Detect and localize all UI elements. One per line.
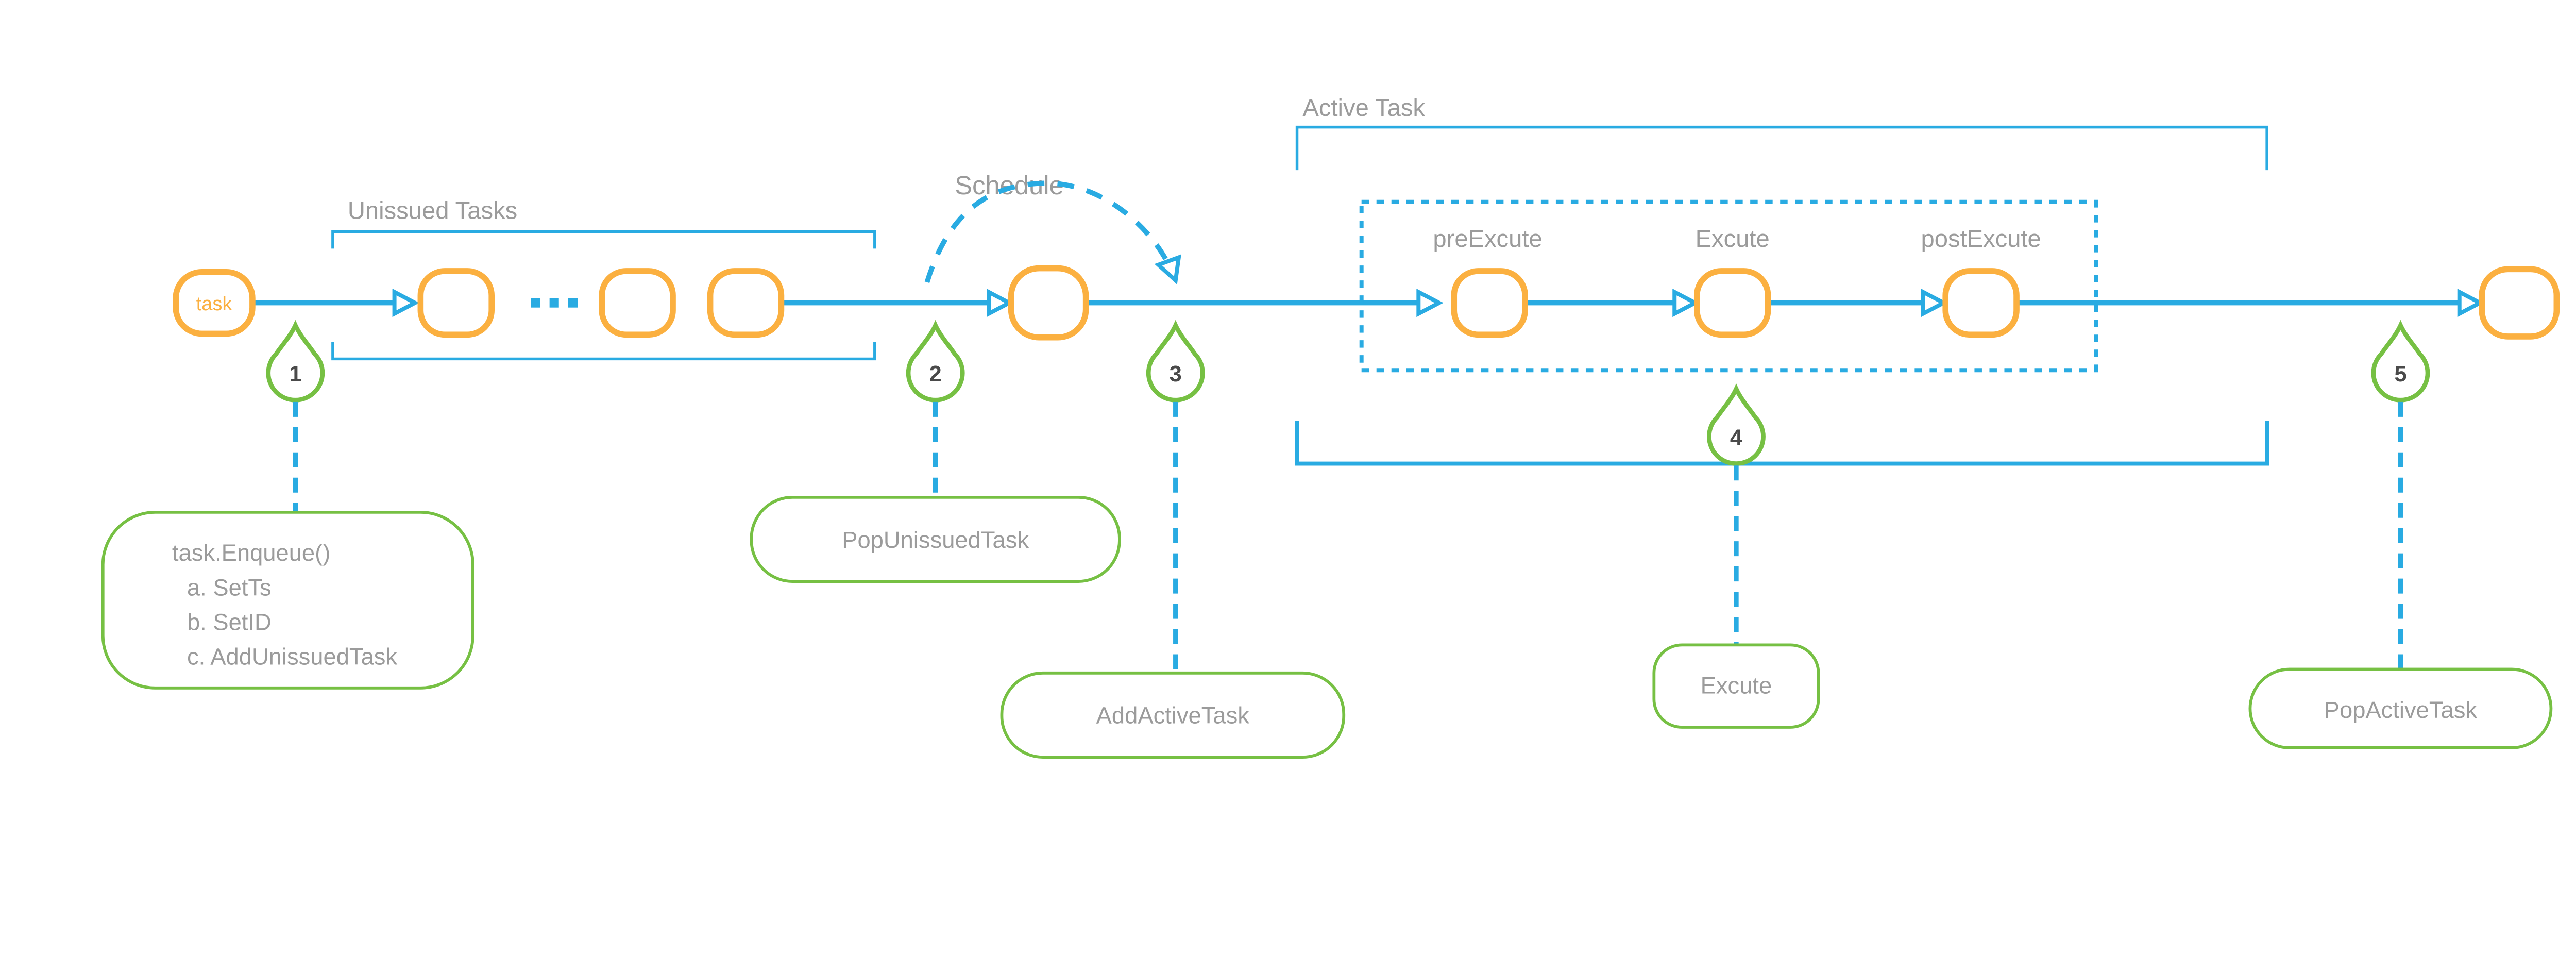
teardrop-icon: [1146, 320, 1205, 403]
active-task-dotted-box: [1359, 199, 2098, 373]
step-marker-5: 5: [2371, 320, 2430, 669]
stage-labels: preExcute Excute postExcute: [1433, 225, 2041, 252]
callout-line: PopActiveTask: [2324, 697, 2478, 723]
flow-nodes: task: [173, 265, 2560, 341]
arrowhead-icon: [2457, 288, 2485, 317]
callout-line: AddActiveTask: [1096, 702, 1250, 729]
preexcute-node: [1451, 268, 1528, 338]
active-task-group: Active Task: [1295, 94, 2269, 466]
callout-line: b. SetID: [187, 609, 272, 635]
arrowhead-icon: [392, 288, 420, 317]
callout-enqueue: task.Enqueue() a. SetTs b. SetID c. AddU…: [101, 510, 474, 690]
callout-box: [101, 510, 474, 690]
callout-excute: Excute: [1652, 643, 1820, 729]
callout-line: a. SetTs: [187, 574, 272, 600]
callout-box: [2248, 667, 2553, 749]
queue-node-1: [417, 268, 495, 338]
preexcute-label: preExcute: [1433, 225, 1542, 252]
queue-node-2: [599, 268, 676, 338]
teardrop-icon: [266, 320, 325, 403]
active-task-bottom-bracket: [1295, 421, 2269, 466]
task-node: [173, 269, 256, 337]
step-number: 2: [929, 362, 942, 387]
callout-box: [1000, 671, 1346, 759]
excute-label: Excute: [1696, 225, 1770, 252]
schedule-label: Schedule: [955, 171, 1064, 200]
step-marker-3: 3: [1146, 320, 1205, 673]
flow-arrows: [252, 288, 2485, 317]
teardrop-icon: [2371, 320, 2430, 403]
arrowhead-icon: [1921, 288, 1948, 317]
arrowhead-icon: [987, 288, 1014, 317]
arrowhead-icon: [1154, 254, 1181, 285]
unissued-tasks-label: Unissued Tasks: [348, 196, 517, 224]
schedule-node: [1008, 265, 1089, 341]
step-marker-2: 2: [906, 320, 965, 497]
step-number: 1: [289, 362, 301, 387]
unissued-top-bracket: [331, 230, 876, 249]
active-task-label: Active Task: [1302, 94, 1425, 121]
queue-ellipsis-dots: [531, 298, 578, 308]
end-node: [2479, 266, 2560, 340]
callout-line: c. AddUnissuedTask: [187, 643, 398, 669]
excute-node: [1693, 268, 1771, 338]
callout-line: PopUnissuedTask: [842, 527, 1029, 553]
teardrop-icon: [1707, 383, 1766, 466]
callout-line: Excute: [1701, 673, 1772, 699]
queue-node-3: [707, 268, 785, 338]
callout-pop-active-task: PopActiveTask: [2248, 667, 2553, 749]
callout-line: task.Enqueue(): [172, 540, 330, 566]
callout-box: [1652, 643, 1820, 729]
step-number: 3: [1170, 362, 1182, 387]
step-number: 5: [2394, 362, 2406, 387]
active-task-top-bracket: [1295, 125, 2268, 171]
postexcute-node: [1942, 268, 2020, 338]
step-marker-4: 4: [1707, 383, 1766, 645]
teardrop-icon: [906, 320, 965, 403]
unissued-bottom-bracket: [331, 342, 876, 361]
arrowhead-icon: [1672, 288, 1700, 317]
schedule-group: Schedule: [924, 171, 1181, 285]
arrowhead-icon: [1416, 288, 1444, 317]
callout-add-active-task: AddActiveTask: [1000, 671, 1346, 759]
schedule-arc: [924, 180, 1173, 283]
step-marker-1: 1: [266, 320, 325, 512]
postexcute-label: postExcute: [1921, 225, 2041, 252]
callout-pop-unissued-task: PopUnissuedTask: [750, 495, 1121, 583]
task-node-label: task: [196, 293, 233, 315]
unissued-tasks-group: Unissued Tasks: [331, 196, 876, 361]
step-number: 4: [1730, 425, 1742, 450]
callout-box: [750, 495, 1121, 583]
